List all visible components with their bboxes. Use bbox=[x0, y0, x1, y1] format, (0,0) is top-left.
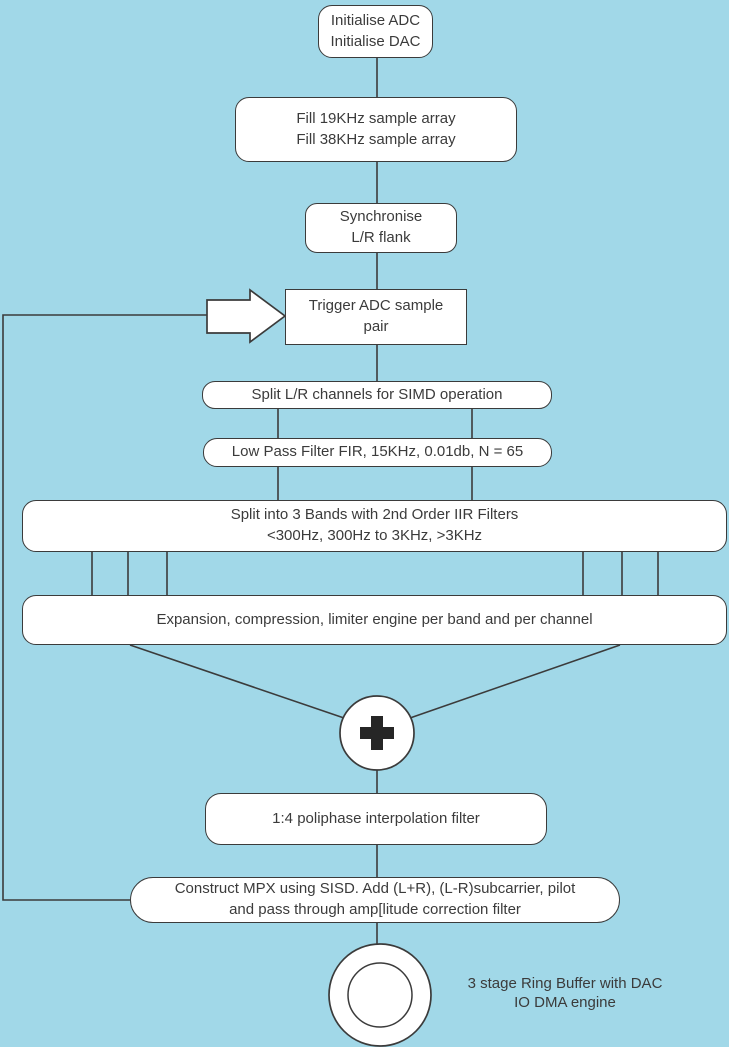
node-split-lr-channels: Split L/R channels for SIMD operation bbox=[202, 381, 552, 409]
ring-buffer-label: 3 stage Ring Buffer with DAC IO DMA engi… bbox=[467, 975, 663, 1011]
node-low-pass-filter: Low Pass Filter FIR, 15KHz, 0.01db, N = … bbox=[203, 438, 552, 467]
double-circle-terminator-icon bbox=[328, 943, 432, 1047]
node-expansion-compression-limiter: Expansion, compression, limiter engine p… bbox=[22, 595, 727, 645]
sum-junction bbox=[339, 695, 415, 771]
sum-plus-icon bbox=[360, 716, 394, 750]
node-trigger-adc: Trigger ADC sample pair bbox=[285, 289, 467, 345]
node-split-3-bands: Split into 3 Bands with 2nd Order IIR Fi… bbox=[22, 500, 727, 552]
block-right-arrow-icon bbox=[206, 288, 287, 344]
node-interpolation-filter: 1:4 poliphase interpolation filter bbox=[205, 793, 547, 845]
node-fill-sample-arrays: Fill 19KHz sample array Fill 38KHz sampl… bbox=[235, 97, 517, 162]
node-construct-mpx: Construct MPX using SISD. Add (L+R), (L-… bbox=[130, 877, 620, 923]
node-initialise: Initialise ADC Initialise DAC bbox=[318, 5, 433, 58]
node-synchronise: Synchronise L/R flank bbox=[305, 203, 457, 253]
